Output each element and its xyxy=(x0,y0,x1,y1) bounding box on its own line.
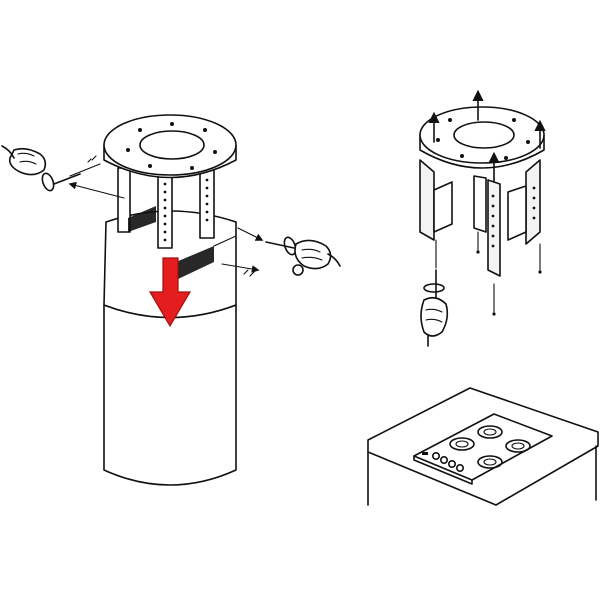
support-frame-assembly xyxy=(419,89,546,347)
frame-leg-right xyxy=(525,159,541,245)
hand-screwdriver-icon-frame xyxy=(420,269,449,347)
hood-chimney-assembly xyxy=(1,114,341,486)
lower-chimney-cylinder xyxy=(103,304,237,486)
left-screw-icon xyxy=(69,163,101,177)
up-arrow-icon xyxy=(428,89,546,183)
knob-icon xyxy=(422,451,464,472)
frame-leg-front xyxy=(487,179,501,277)
top-mounting-ring xyxy=(103,114,237,179)
rotation-arrow-icon xyxy=(41,172,55,192)
burner-icon xyxy=(449,425,531,469)
left-screw-removal xyxy=(1,145,125,199)
right-screw-icon xyxy=(243,269,255,277)
rotation-arrow-icon-right xyxy=(283,236,297,256)
frame-leg-back xyxy=(473,175,487,233)
hand-screwdriver-icon-right xyxy=(265,239,341,276)
frame-screw-icon xyxy=(435,231,542,316)
frame-holes xyxy=(163,178,209,242)
right-screw-removal xyxy=(221,227,341,277)
hand-screwdriver-icon xyxy=(1,145,81,185)
cooktop-counter xyxy=(367,387,599,506)
frame-leg-left xyxy=(419,159,435,241)
down-arrow-icon xyxy=(148,257,192,328)
